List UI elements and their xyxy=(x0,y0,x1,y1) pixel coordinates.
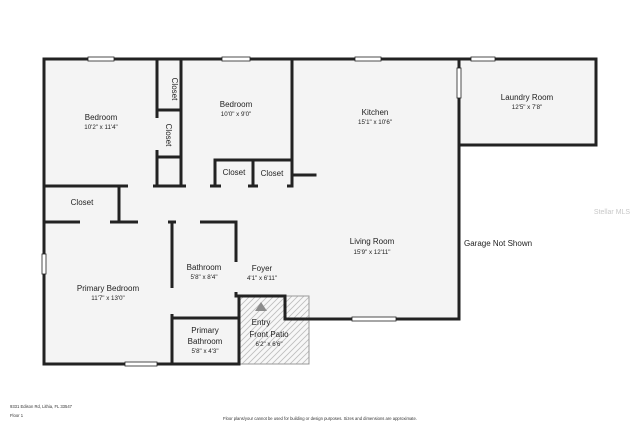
windows xyxy=(41,56,496,367)
bathroom-name: Bathroom xyxy=(187,263,222,272)
bedroom-center-dims: 10'0" x 9'0" xyxy=(221,111,252,118)
closet-mid2-name: Closet xyxy=(261,169,284,178)
watermark: Stellar MLS xyxy=(594,209,631,216)
closet-upper-name: Closet xyxy=(170,78,179,101)
primary-bathroom-dims: 5'8" x 4'3" xyxy=(191,348,218,355)
primary-bedroom-name: Primary Bedroom xyxy=(77,284,140,293)
primary-bedroom-dims: 11'7" x 13'0" xyxy=(91,295,124,302)
primary-bathroom-name-line1: Primary xyxy=(191,326,219,335)
disclaimer-text: Floor plans/your cannot be used for buil… xyxy=(223,416,417,421)
closet-mid1-name: Closet xyxy=(223,168,246,177)
living-room-name: Living Room xyxy=(350,237,395,246)
bedroom-center-name: Bedroom xyxy=(220,100,253,109)
address-text: 9331 Edison Rd, Lithia, FL 33547 xyxy=(10,404,73,409)
laundry-room-name: Laundry Room xyxy=(501,93,554,102)
kitchen-name: Kitchen xyxy=(362,108,389,117)
front-patio-name: Front Patio xyxy=(249,330,289,339)
primary-bathroom-name-line2: Bathroom xyxy=(188,337,223,346)
floor-fill xyxy=(44,59,596,364)
closet-left-name: Closet xyxy=(71,198,94,207)
foyer-name: Foyer xyxy=(252,264,273,273)
kitchen-dims: 15'1" x 10'6" xyxy=(358,119,392,126)
door-openings xyxy=(80,118,294,314)
laundry-room-dims: 12'5" x 7'8" xyxy=(512,104,543,111)
closet-lower-name: Closet xyxy=(164,124,173,147)
living-room-dims: 15'9" x 12'11" xyxy=(354,249,391,256)
garage-note: Garage Not Shown xyxy=(464,239,532,248)
bedroom-nw-name: Bedroom xyxy=(85,113,118,122)
foyer-dims: 4'1" x 6'11" xyxy=(247,275,277,282)
up-triangle-icon xyxy=(255,302,267,311)
entry-name: Entry xyxy=(252,318,271,327)
bathroom-dims: 5'8" x 8'4" xyxy=(190,274,217,281)
front-patio-dims: 6'2" x 6'6" xyxy=(255,341,282,348)
floor-label: Floor 1 xyxy=(10,413,24,418)
front-patio-area xyxy=(238,295,310,365)
bedroom-nw-dims: 10'2" x 11'4" xyxy=(84,124,117,131)
